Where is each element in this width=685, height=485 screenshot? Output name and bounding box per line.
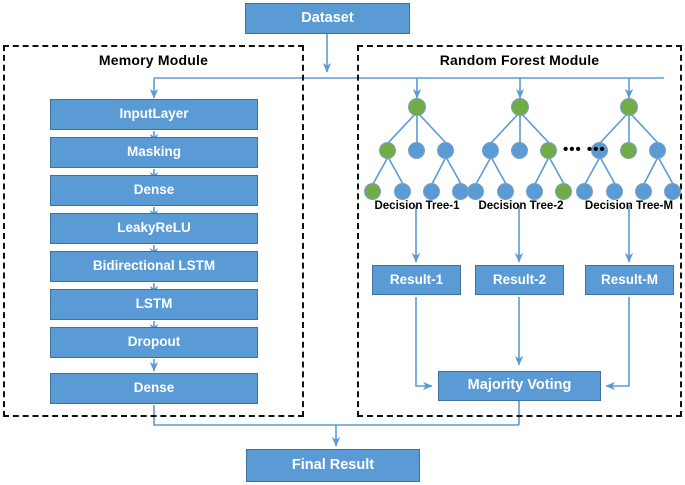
memory-layer-lstm[interactable]: LSTM	[50, 289, 258, 320]
memory-layer-dense-2[interactable]: Dense	[50, 373, 258, 404]
tree-m-leaf-node-1	[576, 183, 593, 200]
tree-2-middle-node-1	[482, 142, 499, 159]
tree-1-middle-node-1	[379, 142, 396, 159]
tree-1-middle-node-3	[437, 142, 454, 159]
dataset-box[interactable]: Dataset	[245, 3, 410, 34]
tree-m-root-node	[620, 98, 638, 116]
tree-m-middle-node-1	[591, 142, 608, 159]
memory-layer-label: LSTM	[135, 296, 173, 312]
result-label: Result-1	[389, 271, 444, 287]
tree-m-middle-node-3	[649, 142, 666, 159]
memory-layer-inputlayer[interactable]: InputLayer	[50, 99, 258, 130]
tree-m-middle-node-2	[620, 142, 637, 159]
result-label: Result-M	[601, 271, 658, 287]
tree-2-middle-node-3	[540, 142, 557, 159]
random-forest-module-container	[357, 45, 682, 417]
tree-2-label: Decision Tree-2	[478, 200, 564, 212]
dataset-label: Dataset	[301, 9, 354, 26]
memory-layer-dense-1[interactable]: Dense	[50, 175, 258, 206]
memory-layer-label: Dense	[133, 182, 175, 198]
memory-layer-label: InputLayer	[119, 106, 189, 122]
memory-layer-label: Dense	[133, 380, 175, 396]
tree-2-leaf-node-4	[555, 183, 572, 200]
tree-m-leaf-node-4	[664, 183, 681, 200]
tree-2-leaf-node-2	[497, 183, 514, 200]
result-label: Result-2	[492, 271, 547, 287]
memory-layer-label: Bidirectional LSTM	[92, 258, 216, 274]
tree-1-leaf-node-2	[394, 183, 411, 200]
tree-m-leaf-node-2	[606, 183, 623, 200]
memory-layer-leakyrelu[interactable]: LeakyReLU	[50, 213, 258, 244]
majority-voting-label: Majority Voting	[467, 377, 572, 394]
tree-2-leaf-node-1	[467, 183, 484, 200]
memory-layer-bidirectional-lstm[interactable]: Bidirectional LSTM	[50, 251, 258, 282]
memory-layer-label: LeakyReLU	[117, 220, 191, 236]
trees-ellipsis: ••• •••	[563, 141, 606, 158]
result-2-box[interactable]: Result-2	[475, 265, 564, 295]
tree-m-label: Decision Tree-M	[584, 200, 674, 212]
tree-1-middle-node-2	[408, 142, 425, 159]
tree-2-leaf-node-3	[526, 183, 543, 200]
tree-1-leaf-node-3	[423, 183, 440, 200]
memory-module-title: Memory Module	[98, 52, 209, 68]
memory-layer-dropout[interactable]: Dropout	[50, 327, 258, 358]
final-result-label: Final Result	[291, 456, 375, 473]
memory-layer-label: Dropout	[127, 334, 181, 350]
tree-1-label: Decision Tree-1	[374, 200, 460, 212]
tree-1-leaf-node-1	[364, 183, 381, 200]
result-1-box[interactable]: Result-1	[372, 265, 461, 295]
tree-1-root-node	[408, 98, 426, 116]
tree-2-middle-node-2	[511, 142, 528, 159]
memory-layer-masking[interactable]: Masking	[50, 137, 258, 168]
majority-voting-box[interactable]: Majority Voting	[438, 371, 601, 401]
memory-module-container	[3, 45, 304, 417]
tree-m-leaf-node-3	[635, 183, 652, 200]
random-forest-module-title: Random Forest Module	[439, 52, 600, 68]
memory-layer-label: Masking	[126, 144, 181, 160]
final-result-box[interactable]: Final Result	[246, 449, 420, 482]
result-m-box[interactable]: Result-M	[585, 265, 674, 295]
tree-2-root-node	[511, 98, 529, 116]
